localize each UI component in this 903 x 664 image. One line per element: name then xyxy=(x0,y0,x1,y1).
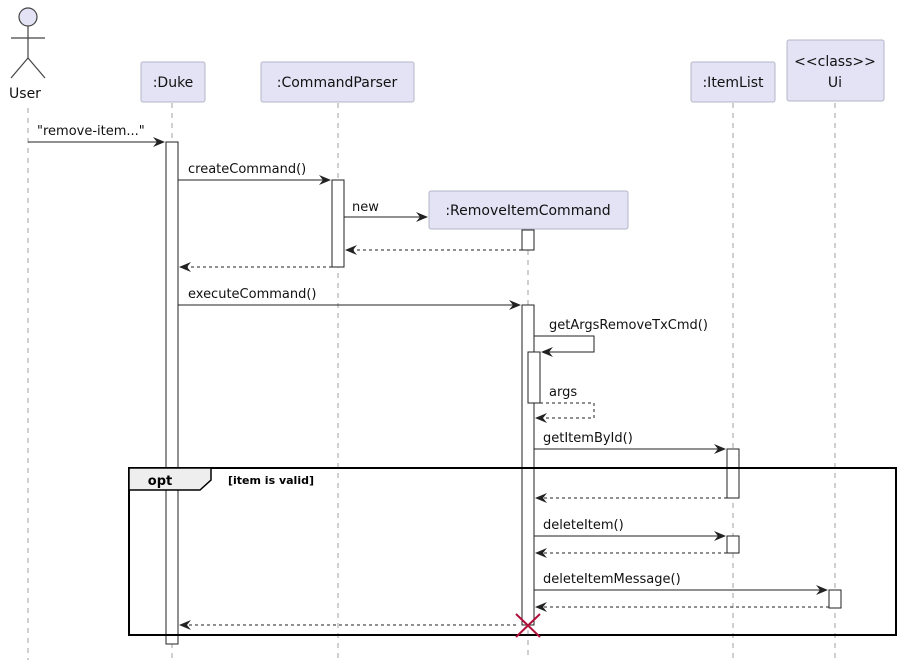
return-args-label: args xyxy=(549,385,577,400)
participant-command-parser-label: :CommandParser xyxy=(277,75,398,91)
message-create-command: createCommand() xyxy=(178,162,331,185)
destroy-x-icon xyxy=(515,613,541,638)
activation-remove-item-command-new xyxy=(521,229,535,251)
actor-user: User xyxy=(9,7,46,102)
activation-item-list-get xyxy=(726,448,740,499)
participant-ui-stereotype: <<class>> xyxy=(794,54,876,70)
message-new: new xyxy=(344,200,428,222)
fragment-opt: opt [item is valid] xyxy=(128,467,897,636)
activation-command-parser xyxy=(331,179,345,268)
participant-item-list-label: :ItemList xyxy=(702,75,764,91)
participant-item-list: :ItemList xyxy=(690,61,776,103)
participant-duke: :Duke xyxy=(140,61,206,103)
participant-remove-item-command-label: :RemoveItemCommand xyxy=(445,203,610,219)
participant-ui-label: Ui xyxy=(828,75,842,91)
activation-item-list-delete xyxy=(726,535,740,554)
participant-duke-label: :Duke xyxy=(153,75,194,91)
message-delete-item-message: deleteItemMessage() xyxy=(534,572,828,595)
fragment-guard: [item is valid] xyxy=(228,474,314,487)
message-execute-command-label: executeCommand() xyxy=(188,287,317,302)
activation-remove-item-command-self xyxy=(527,351,541,404)
message-get-item-by-id-label: getItemById() xyxy=(543,431,633,446)
actor-head-icon xyxy=(18,7,38,27)
message-delete-item-message-label: deleteItemMessage() xyxy=(543,572,681,587)
message-remove-item-label: "remove-item..." xyxy=(37,124,145,139)
message-get-item-by-id: getItemById() xyxy=(534,431,726,454)
message-delete-item: deleteItem() xyxy=(534,518,726,541)
message-new-label: new xyxy=(352,200,379,215)
participant-remove-item-command: :RemoveItemCommand xyxy=(428,190,629,230)
actor-user-label: User xyxy=(9,86,41,102)
return-args: args xyxy=(535,385,595,423)
participant-ui: <<class>> Ui xyxy=(786,39,885,102)
activation-duke xyxy=(165,141,179,645)
message-remove-item: "remove-item..." xyxy=(28,124,165,147)
fragment-operator: opt xyxy=(148,474,172,489)
activation-ui xyxy=(828,589,842,609)
message-create-command-label: createCommand() xyxy=(188,162,306,177)
participant-command-parser: :CommandParser xyxy=(260,61,415,103)
message-get-args-remove-tx-cmd: getArgsRemoveTxCmd() xyxy=(534,318,708,357)
message-get-args-label: getArgsRemoveTxCmd() xyxy=(549,318,708,333)
message-delete-item-label: deleteItem() xyxy=(543,518,624,533)
message-execute-command: executeCommand() xyxy=(178,287,521,310)
